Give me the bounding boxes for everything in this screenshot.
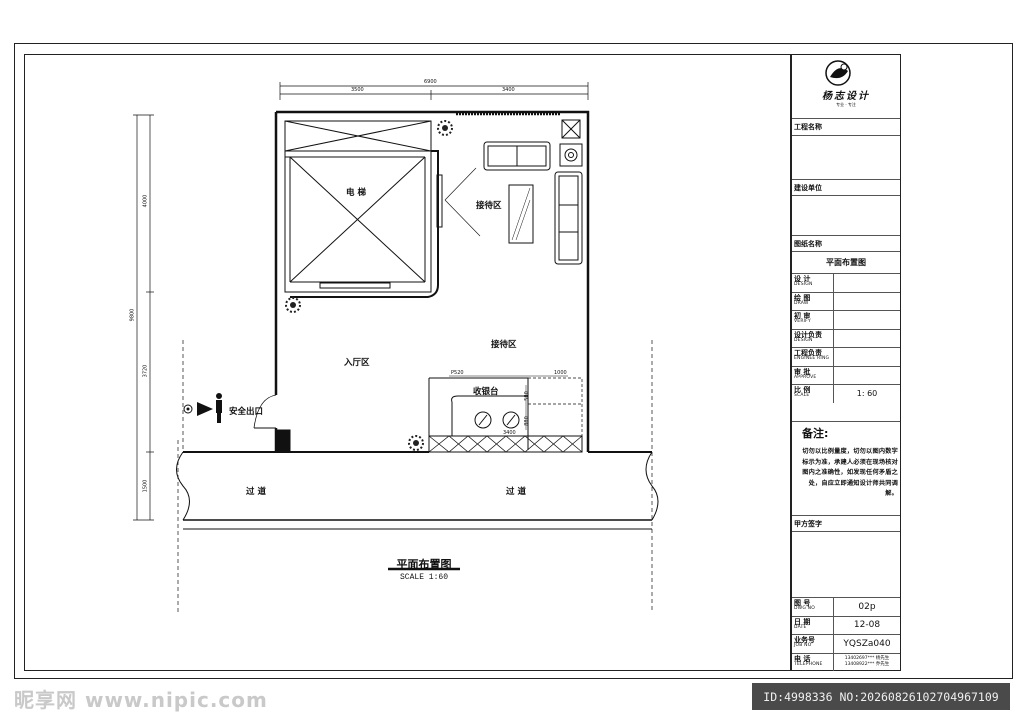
notes-row [792,421,900,521]
coffee-table [508,184,534,244]
column [275,429,291,453]
wall-outer [276,110,590,452]
owner-sign-row: 甲方签字 [792,515,900,531]
row-value [834,311,900,329]
dim-total-height: 9800 [129,308,136,322]
client-row: 建设单位 [792,179,900,195]
row-label-en: DRAW [794,300,809,306]
watermark-left: 昵享网 www.nipic.com [14,688,268,712]
row-label-cn: 设 计 [794,275,811,283]
exit-person-icon [183,393,222,423]
safety-exit-label: 安全出口 [229,407,264,417]
row-value: YQSZa040 [843,638,891,649]
dim-3400: 3400 [503,430,516,436]
sofa-right [554,171,583,265]
dim-580: 580 [523,391,530,401]
corridor-right-label: 过 道 [506,487,526,497]
row-label-cn: 比 例 [794,386,811,394]
break-line-left [176,451,190,521]
plant-icons [285,120,453,451]
side-table [559,143,583,167]
logo-subtitle: 专业 · 专注 [836,102,856,107]
row-label-cn: 设计负责 [794,330,822,339]
row-label-en: DWG NO [794,606,815,611]
row-label-en: DATE [794,624,807,630]
drawing-frame [24,54,791,671]
corridor-left-label: 过 道 [246,487,266,497]
plan-scale: SCALE 1:60 [399,573,448,582]
row-value [834,367,900,385]
cashier-label: 收银台 [473,387,499,397]
dim-p520: P520 [451,370,464,376]
row-value [834,330,900,348]
dim-height-mid: 3720 [142,364,149,378]
tv-unit [436,174,443,228]
plan-title: 平面布置图 [396,558,452,571]
row-value [834,293,900,311]
row-label-cn: 图 号 [794,599,811,607]
dim-width-left: 3500 [351,87,364,93]
drawing-name-value-row: 平面布置图 [792,251,900,273]
row-label-en: DESIGN [794,282,813,287]
dim-width-right: 3400 [502,87,515,93]
row-value [834,348,900,366]
watermark-right: ID:4998336 NO:20260826102704967109 [752,683,1010,710]
row-label-cn: 电 话 [794,654,811,663]
row-label-cn: 工程负责 [794,349,822,357]
row-label-cn: 审 批 [794,367,811,376]
entry-label: 入厅区 [344,358,370,368]
row-label-cn: 绘 图 [794,293,811,302]
row-label-en: JOB NO [794,643,812,648]
row-value: 02p [858,601,876,612]
row-label-cn: 业务号 [794,636,815,644]
row-label-en: TELEPHONE [794,661,823,667]
notes-title: 备注: [802,427,829,440]
row-label-en: VERIFY [794,319,811,324]
row-value [834,274,900,292]
title-block: 杨志设计 专业 · 专注 工程名称 建设单位 图纸名称 平面布置图 备注: 切勿… [791,54,901,671]
dim-height-top: 4000 [142,194,149,208]
reception-top-label: 接待区 [476,201,502,211]
project-name-row: 工程名称 [792,118,900,135]
break-line-right [645,451,659,521]
drawing-name-row: 图纸名称 [792,235,900,251]
logo-icon [825,60,851,86]
row-label-cn: 初 审 [794,312,811,320]
row-value: 1: 60 [856,389,878,399]
dim-corridor: 1500 [142,479,149,493]
elevator-label: 电 梯 [346,188,366,198]
elevator-car [284,150,432,293]
dim-total-width: 6900 [424,79,437,85]
reception-main-label: 接待区 [491,340,517,350]
exit-door [253,394,277,429]
notes-body: 切勿以比例量度，切勿以图内数字标示为准，承建人必须在现场核对图内之准确性，如发现… [802,448,898,497]
stool-2 [502,411,520,429]
row-value: 13402697*** 杨先生 13408922*** 乔先生 [844,656,890,668]
sofa-top [483,141,551,171]
row-label-en: ENGINEE RING [794,356,830,361]
row-label-cn: 日 期 [794,617,811,626]
row-label-en: DESIGN [794,337,813,343]
logo-text: 杨志设计 [822,91,870,102]
stool-1 [474,411,492,429]
row-label-en: SCALE [794,393,810,398]
drawing-sheet [14,43,1013,679]
row-value: 12-08 [853,620,881,631]
dim-880: 880 [523,416,530,426]
dim-1000: 1000 [554,370,567,376]
row-label-en: APPROVE [794,374,817,380]
